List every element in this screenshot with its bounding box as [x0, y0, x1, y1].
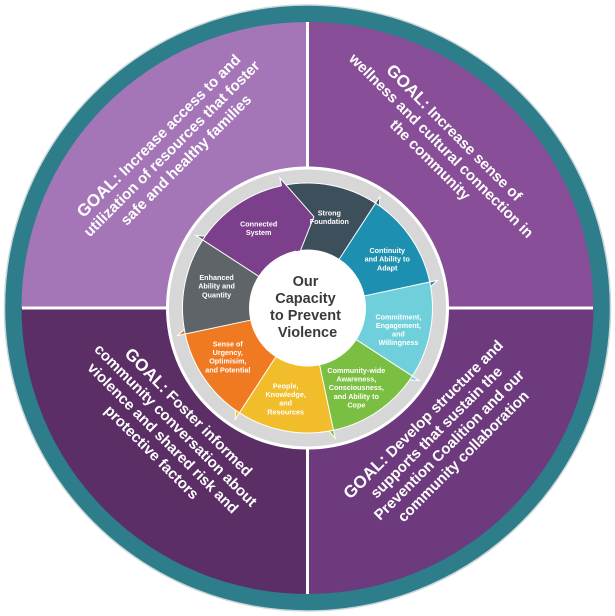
cycle-label-line: Connected [240, 219, 277, 228]
cycle-label-line: Ability and [198, 282, 235, 291]
cycle-label-line: Urgency, [213, 348, 243, 357]
cycle-label-line: Knowledge, [265, 390, 305, 399]
cycle-label-line: Community-wide [327, 366, 385, 375]
cycle-label-line: Resources [267, 407, 304, 416]
cycle-label-line: Enhanced [199, 273, 233, 282]
cycle-label-line: Quantity [202, 290, 231, 299]
cycle-label-line: Strong [318, 208, 341, 217]
center-title: Our Capacity to Prevent Violence [270, 274, 345, 341]
cycle-label-line: Consciousness, [329, 383, 384, 392]
cycle-label-line: System [246, 228, 272, 237]
cycle-label-line: Engagement, [376, 321, 421, 330]
cycle-label-line: and Ability to [365, 255, 411, 264]
cycle-label-line: Awareness, [336, 375, 376, 384]
cycle-label-line: Cope [347, 400, 365, 409]
cycle-label-line: and Ability to [334, 392, 380, 401]
center-title-line: Capacity [275, 291, 335, 307]
cycle-label-line: Optimisim, [209, 357, 246, 366]
cycle-label-line: Foundation [310, 217, 349, 226]
center-title-line: Our [293, 274, 319, 290]
cycle-label-line: Willingness [378, 338, 418, 347]
center-title-line: to Prevent [270, 308, 341, 324]
cycle-label-line: Commitment, [375, 312, 421, 321]
cycle-label-line: People, [273, 382, 299, 391]
cycle-label-line: and Potential [205, 365, 250, 374]
cycle-label-line: Continuity [369, 246, 405, 255]
cycle-label-line: and [392, 330, 405, 339]
cycle-label-line: and [279, 399, 292, 408]
center-title-line: Violence [278, 325, 337, 341]
cycle-label-line: Adapt [377, 263, 398, 272]
cycle-label-line: Sense of [213, 339, 244, 348]
center-disc [249, 250, 366, 366]
